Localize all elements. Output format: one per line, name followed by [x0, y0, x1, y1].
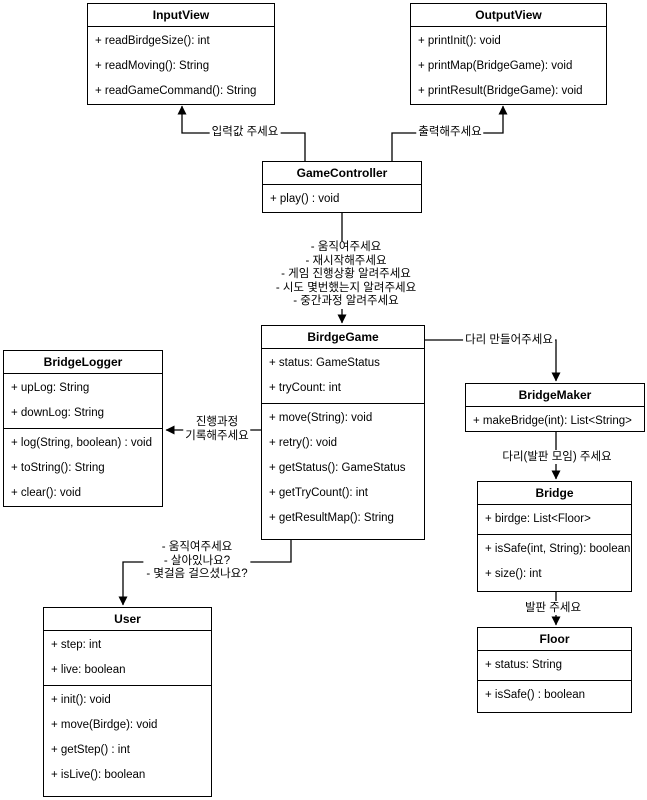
- class-bridgemaker: BridgeMaker + makeBridge(int): List<Stri…: [465, 383, 645, 432]
- class-title: BirdgeGame: [262, 326, 424, 349]
- class-bridgelogger: BridgeLogger + upLog: String + downLog: …: [3, 350, 163, 507]
- edge-label-maker: 다리 만들어주세요: [463, 333, 555, 347]
- edge-label-logger: 진행과정 기록해주세요: [183, 415, 251, 443]
- method-compartment: + init(): void + move(Birdge): void + ge…: [44, 685, 211, 790]
- class-member: + downLog: String: [11, 407, 105, 419]
- edge-note-gamecontroller-birdgegame: - 움직여주세요 - 재시작해주세요 - 게임 진행상황 알려주세요 - 시도 …: [272, 241, 420, 309]
- edge-note-birdgegame-user: - 움직여주세요 - 살아있나요? - 몇걸음 걸으셨나요?: [143, 541, 251, 582]
- note-line: - 게임 진행상황 알려주세요: [281, 268, 411, 280]
- class-gamecontroller: GameController + play() : void: [262, 161, 422, 213]
- note-line: - 중간과정 알려주세요: [293, 295, 399, 307]
- class-member: + birdge: List<Floor>: [485, 513, 591, 525]
- attribute-compartment: + upLog: String + downLog: String: [4, 374, 162, 428]
- class-member: + printInit(): void: [418, 35, 501, 47]
- edge-label-output: 출력해주세요: [416, 125, 484, 139]
- note-line: - 재시작해주세요: [305, 254, 387, 267]
- class-member: + getStep() : int: [51, 744, 130, 756]
- class-member: + tryCount: int: [269, 382, 341, 394]
- class-member: + init(): void: [51, 694, 111, 706]
- class-member: + size(): int: [485, 568, 542, 580]
- note-line: - 움직여주세요: [161, 541, 233, 553]
- method-compartment: + readBirdgeSize(): int + readMoving(): …: [88, 27, 274, 104]
- class-member: + readBirdgeSize(): int: [95, 35, 210, 47]
- class-title: OutputView: [411, 4, 606, 27]
- note-line: - 시도 몇번했는지 알려주세요: [275, 281, 417, 294]
- class-member: + upLog: String: [11, 382, 90, 394]
- attribute-compartment: + step: int + live: boolean: [44, 631, 211, 685]
- edge-label-input: 입력값 주세요: [209, 125, 281, 139]
- label-line: 기록해주세요: [185, 430, 249, 442]
- attribute-compartment: + status: GameStatus + tryCount: int: [262, 349, 424, 403]
- edge-label-floor: 발판 주세요: [522, 601, 584, 615]
- class-member: + live: boolean: [51, 664, 126, 676]
- class-member: + getStatus(): GameStatus: [269, 462, 406, 474]
- attribute-compartment: + status: String: [478, 651, 631, 680]
- class-member: + status: String: [485, 659, 563, 671]
- method-compartment: + play() : void: [263, 185, 421, 212]
- class-member: + getTryCount(): int: [269, 487, 368, 499]
- class-member: + retry(): void: [269, 437, 338, 449]
- class-member: + status: GameStatus: [269, 357, 380, 369]
- class-title: BridgeMaker: [466, 384, 644, 407]
- label-line: 진행과정: [195, 416, 239, 428]
- class-member: + readGameCommand(): String: [95, 85, 257, 97]
- class-user: User + step: int + live: boolean + init(…: [43, 607, 212, 797]
- class-member: + isSafe() : boolean: [485, 689, 586, 701]
- class-member: + step: int: [51, 639, 102, 651]
- class-member: + isSafe(int, String): boolean: [485, 543, 631, 555]
- class-title: GameController: [263, 162, 421, 185]
- method-compartment: + printInit(): void + printMap(BridgeGam…: [411, 27, 606, 104]
- edge-label-bridge: 다리(발판 모임) 주세요: [500, 450, 614, 464]
- note-line: - 몇걸음 걸으셨나요?: [146, 568, 248, 580]
- class-member: + move(Birdge): void: [51, 719, 158, 731]
- class-title: BridgeLogger: [4, 351, 162, 374]
- class-member: + move(String): void: [269, 412, 373, 424]
- note-line: - 움직여주세요: [310, 241, 382, 253]
- class-title: User: [44, 608, 211, 631]
- class-bridge: Bridge + birdge: List<Floor> + isSafe(in…: [477, 481, 632, 592]
- attribute-compartment: + birdge: List<Floor>: [478, 505, 631, 534]
- class-member: + log(String, boolean) : void: [11, 437, 152, 449]
- class-member: + isLive(): boolean: [51, 769, 146, 781]
- class-outputview: OutputView + printInit(): void + printMa…: [410, 3, 607, 105]
- method-compartment: + log(String, boolean) : void + toString…: [4, 428, 162, 506]
- class-birdgegame: BirdgeGame + status: GameStatus + tryCou…: [261, 325, 425, 540]
- note-line: - 살아있나요?: [163, 554, 231, 567]
- class-member: + makeBridge(int): List<String>: [473, 415, 632, 427]
- class-member: + getResultMap(): String: [269, 512, 394, 524]
- class-member: + toString(): String: [11, 462, 105, 474]
- class-member: + clear(): void: [11, 487, 81, 499]
- class-member: + readMoving(): String: [95, 60, 210, 72]
- method-compartment: + makeBridge(int): List<String>: [466, 407, 644, 431]
- class-title: Bridge: [478, 482, 631, 505]
- class-floor: Floor + status: String + isSafe() : bool…: [477, 627, 632, 713]
- method-compartment: + isSafe(int, String): boolean + size():…: [478, 534, 631, 589]
- method-compartment: + isSafe() : boolean: [478, 680, 631, 710]
- class-title: Floor: [478, 628, 631, 651]
- class-member: + play() : void: [270, 193, 340, 205]
- method-compartment: + move(String): void + retry(): void + g…: [262, 403, 424, 533]
- class-inputview: InputView + readBirdgeSize(): int + read…: [87, 3, 275, 105]
- class-title: InputView: [88, 4, 274, 27]
- class-member: + printResult(BridgeGame): void: [418, 85, 583, 97]
- class-member: + printMap(BridgeGame): void: [418, 60, 573, 72]
